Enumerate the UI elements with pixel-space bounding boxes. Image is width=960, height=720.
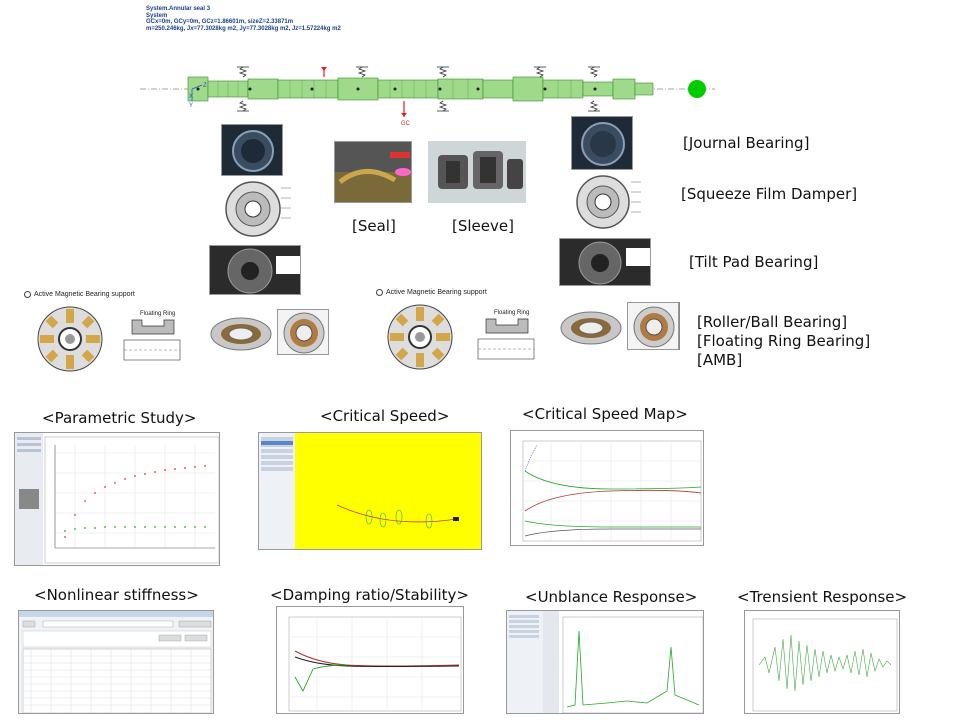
floating-ring-label: [Floating Ring Bearing] (697, 332, 871, 350)
ball-bearing-photo-left (277, 309, 329, 355)
critical-speed-map-title: <Critical Speed Map> (522, 405, 688, 423)
svg-text:Floating Ring: Floating Ring (140, 311, 175, 317)
critical-speed-title: <Critical Speed> (320, 407, 450, 425)
rotor-shaft (187, 76, 654, 102)
bearing-spring-icon (237, 66, 600, 112)
parametric-study-title: <Parametric Study> (42, 409, 197, 427)
amb-stator-drawing-left (36, 305, 104, 373)
roller-ball-label: [Roller/Ball Bearing] (697, 313, 848, 331)
journal-bearing-photo-right (571, 116, 633, 170)
sfd-drawing-left (221, 178, 293, 240)
sleeve-label: [Sleeve] (452, 217, 514, 235)
transient-response-screenshot (744, 610, 900, 714)
header-line-2: System (146, 12, 168, 19)
journal-bearing-label: [Journal Bearing] (683, 134, 810, 152)
seal-photo (334, 141, 412, 203)
gc-label: GC (401, 121, 411, 127)
sfd-label: [Squeeze Film Damper] (681, 185, 858, 203)
ball-bearing-photo-right (627, 302, 679, 350)
sleeve-photo (428, 141, 526, 203)
force-arrow-icon (321, 67, 407, 117)
svg-text:Y: Y (189, 103, 193, 109)
header-line-4: m=250.246kg, Jx=77.3028kg m2, Jy=77.3028… (146, 25, 341, 32)
amb-support-title-right: Active Magnetic Bearing support (376, 289, 487, 296)
gear-icon (24, 291, 31, 298)
gear-icon (376, 289, 383, 296)
nonlinear-stiffness-title: <Nonlinear stiffness> (34, 586, 199, 604)
node-markers (196, 87, 597, 91)
tilt-pad-photo-right (559, 238, 651, 286)
floating-ring-drawing-left: Floating Ring (118, 306, 188, 368)
rotor-model: GC X Y Z (140, 66, 715, 127)
tilt-pad-label: [Tilt Pad Bearing] (689, 253, 819, 271)
transient-response-title: <Trensient Response> (737, 588, 908, 606)
svg-text:X: X (189, 94, 193, 100)
critical-speed-screenshot (258, 432, 482, 550)
unbalance-response-screenshot (506, 610, 704, 714)
axis-triad-icon: X Y Z (189, 83, 207, 109)
tilt-pad-photo-left (209, 245, 301, 295)
amb-label: [AMB] (697, 351, 743, 369)
journal-bearing-photo-left (221, 124, 283, 176)
critical-speed-map-screenshot (510, 430, 704, 546)
amb-stator-drawing-right (386, 303, 454, 371)
svg-text:Floating Ring: Floating Ring (494, 310, 529, 316)
unbalance-response-title: <Unblance Response> (525, 588, 698, 606)
amb-support-title-left: Active Magnetic Bearing support (24, 291, 135, 298)
header-line-1: System.Annular seal 3 (146, 6, 211, 12)
damping-ratio-screenshot (276, 606, 464, 714)
nonlinear-stiffness-screenshot (18, 610, 214, 714)
floating-ring-drawing-right: Floating Ring (472, 305, 542, 367)
damping-ratio-title: <Damping ratio/Stability> (270, 586, 469, 604)
green-node-marker (688, 80, 706, 98)
divider (679, 302, 680, 350)
parametric-study-screenshot (14, 432, 220, 566)
header-line-3: GCx=0m, GCy=0m, GCz=1.86601m, sizeZ=2.33… (146, 19, 294, 25)
sfd-drawing-right (571, 172, 643, 232)
svg-text:Z: Z (203, 83, 207, 89)
roller-bearing-photo-right (559, 308, 623, 348)
model-header: System.Annular seal 3 System GCx=0m, GCy… (146, 6, 341, 32)
roller-bearing-photo-left (209, 314, 273, 354)
seal-label: [Seal] (352, 217, 396, 235)
